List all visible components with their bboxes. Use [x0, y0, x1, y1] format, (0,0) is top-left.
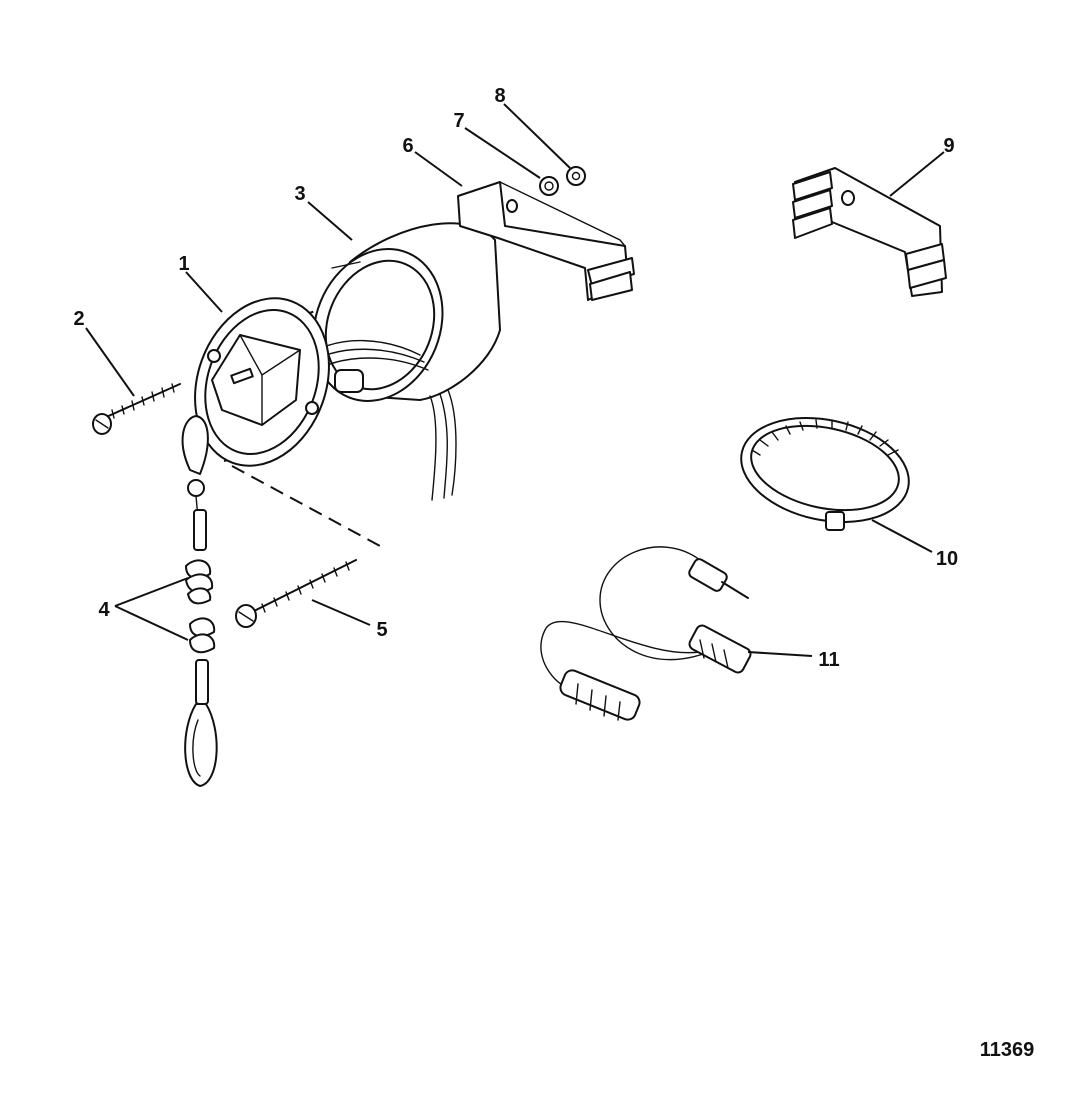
callout-2: 2 [73, 308, 84, 330]
callout-1: 1 [178, 253, 189, 275]
callout-4: 4 [98, 599, 110, 621]
part-10-hose-clamp [740, 416, 910, 531]
leader-line-7 [464, 127, 541, 179]
callout-3: 3 [294, 183, 305, 205]
callout-7: 7 [453, 110, 464, 132]
leader-line-4a [114, 577, 189, 607]
leader-lines [85, 103, 945, 657]
callout-8: 8 [494, 85, 505, 107]
part-4-lanyard [181, 415, 218, 787]
part-1-gauge-body [194, 297, 429, 467]
part-7-nut [539, 176, 559, 196]
leader-line-8 [503, 103, 571, 169]
part-11-wiring-harness [540, 546, 752, 721]
leader-line-6 [414, 151, 463, 187]
part-8-washer [566, 166, 586, 186]
callout-9: 9 [943, 135, 954, 157]
callout-5: 5 [376, 619, 387, 641]
callout-10: 10 [936, 548, 958, 570]
leader-line-4b [114, 605, 189, 641]
part-6-bracket [457, 181, 635, 301]
figure-number: 11369 [980, 1039, 1035, 1061]
leader-line-3 [307, 201, 353, 241]
part-3-housing-ring [312, 222, 501, 501]
leader-line-11 [747, 651, 813, 657]
callout-labels: 1 2 3 4 5 6 7 8 9 10 11 11369 [73, 85, 1034, 1061]
leader-line-9 [889, 151, 945, 197]
callout-6: 6 [402, 135, 413, 157]
callout-11: 11 [818, 649, 839, 671]
leader-line-10 [871, 519, 933, 553]
leader-line-2 [85, 327, 135, 397]
leader-line-5 [311, 599, 371, 626]
part-2-screw [92, 383, 181, 435]
leader-line-1 [185, 271, 223, 313]
part-5-screw [235, 559, 357, 628]
part-9-bracket [792, 167, 947, 297]
